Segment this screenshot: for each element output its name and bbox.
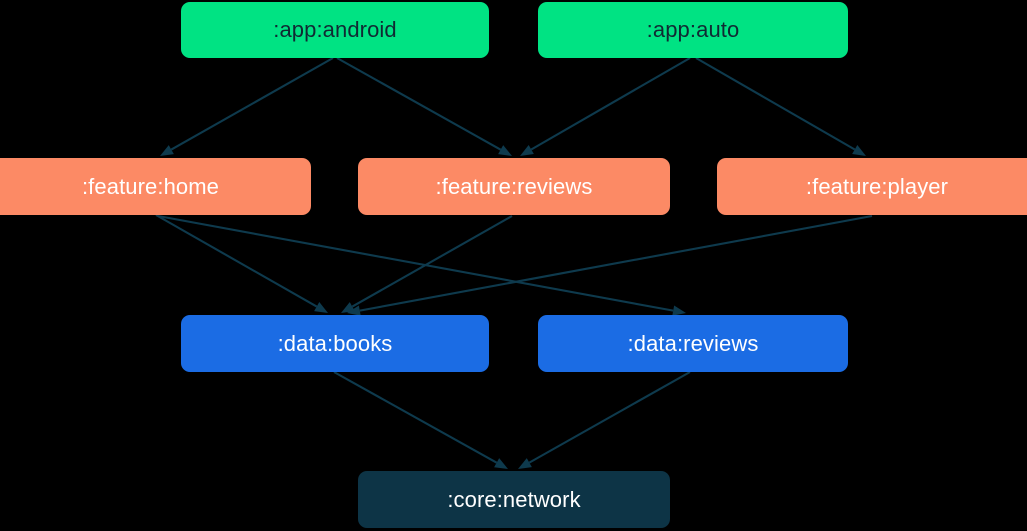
node-label: :feature:reviews	[435, 173, 593, 199]
node-label: :app:android	[273, 17, 397, 42]
node-label: :core:network	[447, 486, 581, 512]
node-label: :feature:home	[81, 173, 220, 199]
node-data-reviews[interactable]: :data:reviews	[538, 315, 848, 372]
node-feature-player[interactable]: :feature:player	[717, 158, 1027, 215]
node-label: :data:books	[277, 330, 393, 356]
node-feature-reviews[interactable]: :feature:reviews	[358, 158, 670, 215]
node-app-android[interactable]: :app:android	[181, 2, 489, 58]
node-app-auto[interactable]: :app:auto	[538, 2, 848, 58]
node-label: :feature:player	[805, 173, 949, 199]
node-label: :data:reviews	[627, 330, 759, 356]
node-label: :app:auto	[646, 17, 740, 42]
node-feature-home[interactable]: :feature:home	[0, 158, 311, 215]
node-core-network[interactable]: :core:network	[358, 471, 670, 528]
node-data-books[interactable]: :data:books	[181, 315, 489, 372]
